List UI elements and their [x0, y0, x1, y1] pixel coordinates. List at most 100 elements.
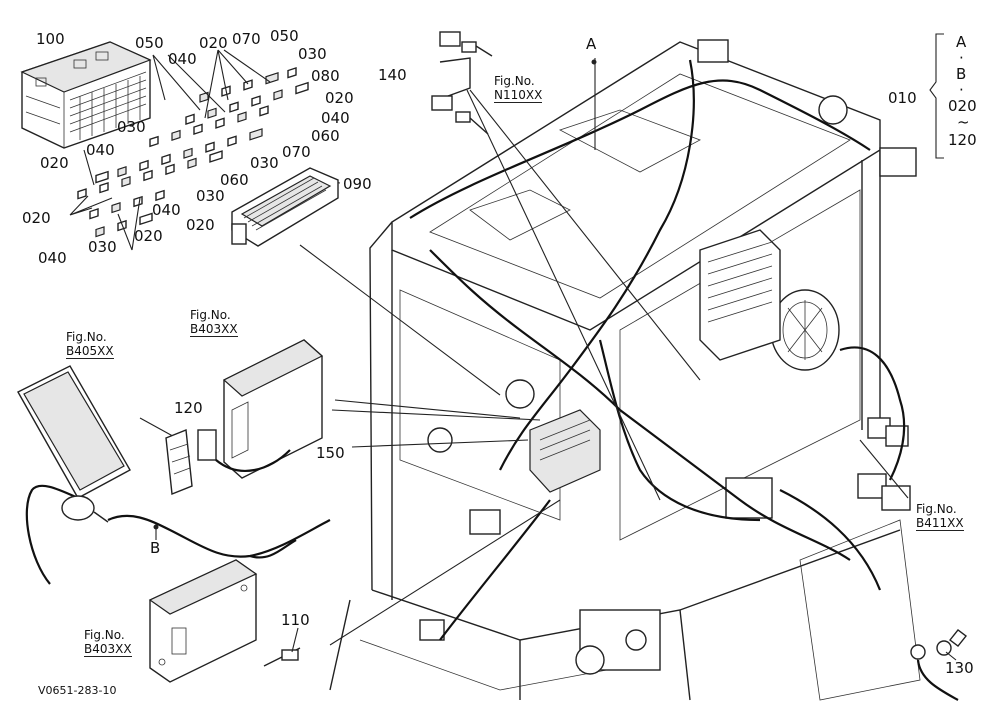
- label-part-030: 030: [250, 154, 279, 172]
- label-harness-b: B: [150, 539, 161, 557]
- label-part-020: 020: [40, 154, 69, 172]
- label-part-080: 080: [311, 67, 340, 85]
- ground-cable-130-illustration: [910, 629, 967, 701]
- range-line-020: 020: [948, 97, 977, 115]
- figure-ref-number: N110XX: [494, 88, 543, 103]
- fuse-part: [249, 128, 263, 141]
- label-part-040: 040: [321, 109, 350, 127]
- fuse-part: [139, 159, 149, 172]
- fuse-part: [185, 113, 195, 126]
- label-part-040: 040: [86, 141, 115, 159]
- range-tilde: ~: [957, 113, 970, 131]
- fuse-part: [95, 170, 109, 184]
- figure-ref-b403xx-top: Fig.No. B403XX: [190, 308, 238, 337]
- label-part-130: 130: [945, 659, 974, 677]
- label-harness-a: A: [586, 35, 597, 53]
- figure-ref-number: B405XX: [66, 344, 114, 359]
- harness-b-cable: [107, 514, 331, 559]
- fuse-part: [139, 212, 153, 226]
- fuse-part: [259, 105, 269, 117]
- range-dot-1: ·: [959, 49, 964, 67]
- controller-b405-illustration: [17, 365, 131, 585]
- label-part-040: 040: [152, 201, 181, 219]
- figure-ref-n110xx: Fig.No. N110XX: [494, 74, 543, 103]
- range-line-a: A: [956, 33, 967, 51]
- label-part-060: 060: [311, 127, 340, 145]
- label-part-010: 010: [888, 89, 917, 107]
- label-part-150: 150: [316, 444, 345, 462]
- label-part-140: 140: [378, 66, 407, 84]
- fuse-part: [133, 195, 143, 208]
- main-harness-cable: [409, 59, 906, 641]
- label-part-110: 110: [281, 611, 310, 629]
- fuse-part: [95, 226, 105, 238]
- fuse-part: [265, 71, 279, 85]
- label-part-070: 070: [282, 143, 311, 161]
- figure-ref-b405xx: Fig.No. B405XX: [66, 330, 114, 359]
- fuse-part: [193, 123, 203, 135]
- connector-120-illustration: [165, 429, 291, 495]
- fuse-part: [227, 135, 237, 147]
- label-part-050: 050: [270, 27, 299, 45]
- figure-ref-caption: Fig.No.: [494, 74, 535, 88]
- fuse-part: [205, 141, 215, 153]
- range-dot-2: ·: [959, 81, 964, 99]
- left-screen-grid: [399, 289, 561, 521]
- label-part-030: 030: [88, 238, 117, 256]
- range-line-b: B: [956, 65, 967, 83]
- figure-ref-caption: Fig.No.: [916, 502, 957, 516]
- fuse-part: [77, 188, 87, 200]
- fuse-part: [229, 101, 239, 113]
- label-part-020: 020: [134, 227, 163, 245]
- fuse-part: [295, 81, 309, 95]
- label-part-020: 020: [325, 89, 354, 107]
- connector-140-parts: [431, 31, 493, 135]
- fuse-part: [149, 135, 159, 148]
- figure-ref-caption: Fig.No.: [190, 308, 231, 322]
- fuse-part: [183, 147, 193, 159]
- label-part-020: 020: [186, 216, 215, 234]
- label-part-070: 070: [232, 30, 261, 48]
- label-part-100: 100: [36, 30, 65, 48]
- fuse-box-illustration: [20, 41, 152, 149]
- fuse-part: [117, 166, 127, 178]
- label-part-020: 020: [199, 34, 228, 52]
- figure-ref-b411xx: Fig.No. B411XX: [916, 502, 964, 531]
- fuse-part: [199, 91, 209, 103]
- fuse-part: [209, 150, 223, 163]
- controller-b403-bottom-illustration: [148, 559, 258, 683]
- relay-cover-illustration: [231, 167, 339, 247]
- fuse-and-relay-parts: [77, 67, 309, 238]
- fuse-part: [237, 111, 247, 123]
- fuse-part: [187, 157, 197, 169]
- drawing-code: V0651-283-10: [38, 684, 117, 697]
- label-part-020: 020: [22, 209, 51, 227]
- fuse-part: [111, 202, 121, 214]
- fuse-part: [287, 67, 297, 79]
- label-part-030: 030: [117, 118, 146, 136]
- cab-frame-illustration: [329, 39, 921, 701]
- figure-ref-number: B411XX: [916, 516, 964, 531]
- fuse-part: [215, 117, 225, 129]
- fuse-part: [121, 176, 131, 188]
- figure-ref-number: B403XX: [190, 322, 238, 337]
- reference-leader-lines: [139, 58, 909, 646]
- fuse-part: [243, 79, 253, 91]
- label-part-060: 060: [220, 171, 249, 189]
- right-screen-grid: [619, 189, 861, 541]
- fuse-part: [207, 107, 217, 119]
- fuse-part: [251, 95, 261, 107]
- connector-110-illustration: [263, 627, 301, 667]
- fuse-part: [273, 89, 283, 101]
- fuse-part: [165, 163, 175, 176]
- controller-b403-top-illustration: [197, 339, 324, 479]
- fuse-part: [155, 189, 165, 202]
- range-line-120: 120: [948, 131, 977, 149]
- figure-ref-number: B403XX: [84, 642, 132, 657]
- figure-ref-b403xx-bottom: Fig.No. B403XX: [84, 628, 132, 657]
- label-part-040: 040: [168, 50, 197, 68]
- label-part-040: 040: [38, 249, 67, 267]
- label-part-030: 030: [196, 187, 225, 205]
- fuse-part: [171, 129, 181, 141]
